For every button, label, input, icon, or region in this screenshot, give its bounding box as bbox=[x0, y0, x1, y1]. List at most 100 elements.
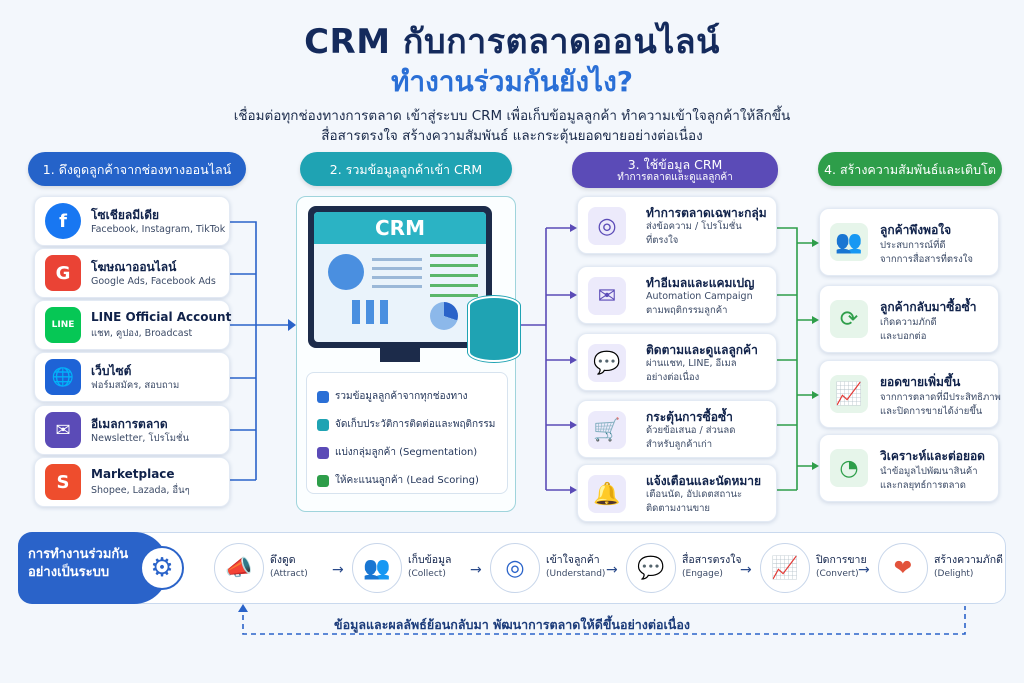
refresh-icon: ⟳ bbox=[830, 300, 868, 338]
step2-label: 2. รวมข้อมูลลูกค้าเข้า CRM bbox=[329, 161, 483, 177]
step3-label-line1: 3. ใช้ข้อมูล CRM bbox=[627, 156, 723, 172]
action-desc: ส่งข้อความ / โปรโมชั่น bbox=[646, 221, 742, 232]
shopping-bag-icon: S bbox=[45, 464, 81, 500]
action-desc: ผ่านแชท, LINE, อีเมล bbox=[646, 358, 737, 369]
growth-desc: และบอกต่อ bbox=[880, 331, 927, 342]
step1-label: 1. ดึงดูดลูกค้าจากช่องทางออนไลน์ bbox=[42, 161, 232, 177]
action-desc: ที่ตรงใจ bbox=[646, 235, 679, 246]
bar-chart-icon bbox=[352, 300, 392, 324]
growth-desc: นำข้อมูลไปพัฒนาสินค้า bbox=[880, 466, 978, 477]
screen-lines bbox=[372, 258, 422, 288]
marketing-action-card[interactable]: 💬ติดตามและดูแลลูกค้าผ่านแชท, LINE, อีเมล… bbox=[577, 333, 777, 391]
marketing-action-card[interactable]: ◎ ทำการตลาดเฉพาะกลุ่มส่งข้อความ / โปรโมชั… bbox=[577, 196, 777, 254]
process-step-label: ดึงดูด bbox=[270, 554, 296, 566]
globe-icon: 🌐 bbox=[45, 359, 81, 395]
action-desc: ติดตามงานขาย bbox=[646, 503, 710, 514]
process-step-text: ดึงดูด (Attract) bbox=[270, 552, 308, 582]
target-icon: ◎ bbox=[490, 543, 540, 593]
marketing-action-card[interactable]: 🛒กระตุ้นการซื้อซ้ำด้วยข้อเสนอ / ส่วนลดสำ… bbox=[577, 400, 777, 458]
google-icon: G bbox=[45, 255, 81, 291]
channel-card[interactable]: ✉ อีเมลการตลาด Newsletter, โปรโมชั่น bbox=[34, 405, 230, 455]
score-icon bbox=[317, 474, 329, 487]
growth-chart-icon: 📈 bbox=[760, 543, 810, 593]
channel-title: LINE Official Account bbox=[91, 310, 232, 324]
growth-desc: และปิดการขายได้ง่ายขึ้น bbox=[880, 406, 983, 417]
channel-title: Marketplace bbox=[91, 467, 175, 481]
step3-connector bbox=[516, 227, 572, 491]
channel-card[interactable]: LINE LINE Official Account แชท, คูปอง, Bro… bbox=[34, 300, 232, 350]
email-icon: ✉ bbox=[45, 412, 81, 448]
growth-card[interactable]: 📈ยอดขายเพิ่มขึ้นจากการตลาดที่มีประสิทธิภ… bbox=[819, 360, 1001, 428]
users-icon: 👥 bbox=[830, 223, 868, 261]
marketing-action-card[interactable]: 🔔แจ้งเตือนและนัดหมายเตือนนัด, อัปเดตสถาน… bbox=[577, 464, 777, 522]
growth-title: วิเคราะห์และต่อยอด bbox=[880, 449, 985, 463]
growth-title: ลูกค้ากลับมาซื้อซ้ำ bbox=[880, 300, 977, 314]
arrow-right-icon: → bbox=[470, 562, 482, 578]
channel-card[interactable]: 🌐เว็บไซต์ฟอร์มสมัคร, สอบถาม bbox=[34, 352, 230, 402]
growth-card[interactable]: ◔ วิเคราะห์และต่อยอดนำข้อมูลไปพัฒนาสินค้า… bbox=[819, 434, 999, 502]
crm-feature-list: รวมข้อมูลลูกค้าจากทุกช่องทาง จัดเก็บประว… bbox=[306, 372, 508, 494]
step4-pill: 4. สร้างความสัมพันธ์และเติบโต bbox=[818, 152, 1002, 186]
crm-feature-text: จัดเก็บประวัติการติดต่อและพฤติกรรม bbox=[335, 419, 496, 430]
channel-card[interactable]: f โซเชียลมีเดีย Facebook, Instagram, TikTo… bbox=[34, 196, 230, 246]
crm-monitor: CRM bbox=[308, 206, 492, 348]
growth-desc: จากการตลาดที่มีประสิทธิภาพ bbox=[880, 392, 1001, 403]
action-title: แจ้งเตือนและนัดหมาย bbox=[646, 474, 762, 488]
process-step-label: ปิดการขาย bbox=[816, 554, 867, 566]
process-step-text: สื่อสารตรงใจ(Engage) bbox=[682, 552, 742, 582]
crm-feature-text: แบ่งกลุ่มลูกค้า (Segmentation) bbox=[335, 447, 478, 458]
step1-pill: 1. ดึงดูดลูกค้าจากช่องทางออนไลน์ bbox=[28, 152, 246, 186]
action-title: ทำการตลาดเฉพาะกลุ่ม bbox=[646, 206, 767, 220]
action-desc: สำหรับลูกค้าเก่า bbox=[646, 439, 713, 450]
process-step-label: สื่อสารตรงใจ bbox=[682, 554, 742, 566]
crm-screen-label: CRM bbox=[375, 216, 425, 240]
step4-label: 4. สร้างความสัมพันธ์และเติบโต bbox=[824, 161, 996, 177]
process-step-en: (Convert) bbox=[816, 569, 859, 580]
channel-desc: Shopee, Lazada, อื่นๆ bbox=[91, 485, 190, 496]
action-desc: ตามพฤติกรรมลูกค้า bbox=[646, 305, 728, 316]
growth-title: ยอดขายเพิ่มขึ้น bbox=[880, 375, 961, 389]
process-step-label: เก็บข้อมูล bbox=[408, 554, 452, 566]
process-step-en: (Understand) bbox=[546, 569, 606, 580]
channel-title: เว็บไซต์ bbox=[91, 364, 132, 378]
crm-feature-text: รวมข้อมูลลูกค้าจากทุกช่องทาง bbox=[335, 391, 468, 402]
cart-icon: 🛒 bbox=[588, 411, 626, 449]
action-desc: Automation Campaign bbox=[646, 291, 753, 302]
gear-icon: ⚙ bbox=[140, 546, 184, 590]
search-icon bbox=[317, 390, 329, 403]
channel-card[interactable]: G โฆษณาออนไลน์ Google Ads, Facebook Ads bbox=[34, 248, 230, 298]
database-icon bbox=[468, 296, 520, 362]
channel-title: อีเมลการตลาด bbox=[91, 417, 168, 431]
feedback-text: ข้อมูลและผลลัพธ์ย้อนกลับมา พัฒนาการตลาดใ… bbox=[334, 617, 690, 632]
people-icon: 👥 bbox=[352, 543, 402, 593]
profile-avatar-icon bbox=[328, 254, 364, 290]
channel-desc: แชท, คูปอง, Broadcast bbox=[91, 328, 193, 339]
process-step-en: (Delight) bbox=[934, 569, 974, 580]
page-title: CRM กับการตลาดออนไลน์ bbox=[304, 22, 720, 62]
process-step-en: (Attract) bbox=[270, 569, 308, 580]
line-icon: LINE bbox=[45, 307, 81, 343]
page-subtitle: ทำงานร่วมกันยังไง? bbox=[390, 65, 634, 98]
chat-icon: 💬 bbox=[588, 344, 626, 382]
chat-icon: 💬 bbox=[626, 543, 676, 593]
pie-chart-icon: ◔ bbox=[830, 449, 868, 487]
group-icon bbox=[317, 446, 329, 459]
step3-label-line2: ทำการตลาดและดูแลลูกค้า bbox=[617, 171, 733, 183]
document-icon bbox=[317, 418, 329, 431]
target-icon: ◎ bbox=[588, 207, 626, 245]
crm-screen-header: CRM bbox=[314, 212, 486, 244]
channel-desc: Newsletter, โปรโมชั่น bbox=[91, 433, 189, 444]
step3-pill: 3. ใช้ข้อมูล CRM ทำการตลาดและดูแลลูกค้า bbox=[572, 152, 778, 188]
process-step-text: เข้าใจลูกค้า(Understand) bbox=[546, 552, 605, 582]
channel-desc: Facebook, Instagram, TikTok bbox=[91, 224, 226, 235]
facebook-icon: f bbox=[45, 203, 81, 239]
process-step-text: สร้างความภักดี(Delight) bbox=[934, 552, 1003, 582]
heart-icon: ❤ bbox=[878, 543, 928, 593]
growth-card[interactable]: 👥ลูกค้าพึงพอใจประสบการณ์ที่ดีจากการสื่อส… bbox=[819, 208, 999, 276]
channel-title: โซเชียลมีเดีย bbox=[91, 208, 160, 222]
channel-desc: Google Ads, Facebook Ads bbox=[91, 276, 216, 287]
growth-card[interactable]: ⟳ลูกค้ากลับมาซื้อซ้ำเกิดความภักดีและบอกต… bbox=[819, 285, 999, 353]
channel-title: โฆษณาออนไลน์ bbox=[91, 260, 177, 274]
